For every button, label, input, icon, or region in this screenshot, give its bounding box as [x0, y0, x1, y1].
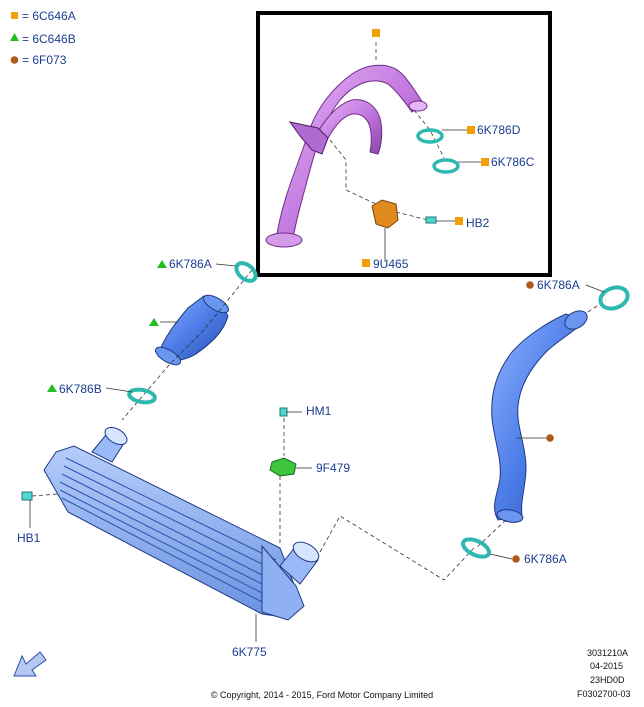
marker-6k786d-icon — [467, 126, 475, 134]
marker-hb2-icon — [455, 217, 463, 225]
leader-left-hose — [121, 269, 253, 421]
marker-6k786b-icon — [47, 384, 57, 392]
right-outlet-hose — [491, 313, 587, 521]
leader-6k786a-right — [585, 284, 605, 293]
clamp-6k786c — [432, 158, 460, 174]
ref-code-2: 04-2015 — [590, 661, 624, 671]
leader-6k786a-bottom — [489, 553, 513, 560]
callout-6k775[interactable]: 6K775 — [232, 645, 267, 659]
legend-label-6f073: = 6F073 — [22, 53, 67, 67]
hose-top-ring — [408, 100, 428, 112]
clamp-6k786d — [416, 128, 444, 144]
legend-circle-icon — [10, 56, 19, 64]
left-hose-bottom-ring — [155, 346, 181, 366]
clamp-6k786a-right — [598, 285, 630, 311]
leader-outlet-to-hose — [319, 515, 475, 581]
legend-square-icon — [11, 12, 18, 19]
callout-6k786b[interactable]: 6K786B — [59, 382, 102, 396]
clamp-6k786b — [127, 387, 157, 405]
marker-hose-right-icon — [546, 434, 554, 442]
callout-9u465[interactable]: 9U465 — [373, 257, 409, 271]
callout-hm1[interactable]: HM1 — [306, 404, 332, 418]
leader-line-inset-sensor — [329, 139, 377, 205]
leader-6k786b — [105, 387, 133, 393]
upper-air-hose — [275, 64, 425, 245]
branch-air-hose — [317, 99, 383, 155]
leader-right-hose-top — [587, 299, 607, 313]
bolt-hb1 — [21, 491, 33, 501]
ref-code-3: 23HD0D — [590, 675, 625, 685]
inset-top-square-icon — [372, 29, 380, 37]
left-hose-top-ring — [203, 294, 229, 314]
right-hose-bottom-ring — [496, 509, 524, 523]
marker-6k786a-bottom-icon — [512, 555, 520, 563]
marker-6k786c-icon — [481, 158, 489, 166]
ref-code-4: F0302700-03 — [577, 689, 631, 699]
sensor-9u465 — [371, 199, 399, 229]
hose-bracket — [288, 121, 329, 155]
callout-6k786a-bottom[interactable]: 6K786A — [524, 552, 567, 566]
legend-triangle-icon — [10, 33, 19, 41]
callout-6k786c[interactable]: 6K786C — [491, 155, 535, 169]
detail-inset-frame — [256, 11, 552, 277]
bracket-9f479 — [269, 457, 297, 477]
copyright-notice: © Copyright, 2014 - 2015, Ford Motor Com… — [210, 690, 434, 700]
hose-end-ring — [265, 232, 303, 248]
clamp-6k786a-bottom — [460, 537, 492, 559]
leader-line-inset-clamp — [413, 109, 445, 159]
legend-label-6c646a: = 6C646A — [22, 9, 76, 23]
marker-6k786a-right-icon — [526, 281, 534, 289]
callout-hb1[interactable]: HB1 — [17, 531, 41, 545]
callout-6k786a-right[interactable]: 6K786A — [537, 278, 580, 292]
marker-6k786a-left-icon — [157, 260, 167, 268]
marker-9u465-icon — [362, 259, 370, 267]
leader-line-inset-hb2 — [395, 211, 429, 221]
callout-9f479[interactable]: 9F479 — [316, 461, 351, 475]
arrow-down-left-icon[interactable] — [13, 651, 47, 677]
leader-6k786a-left — [215, 263, 237, 267]
right-hose-top-ring — [564, 310, 588, 330]
callout-hb2[interactable]: HB2 — [466, 216, 490, 230]
marker-hose-icon — [149, 318, 159, 326]
legend-label-6c646b: = 6C646B — [22, 32, 76, 46]
bolt-hm1 — [279, 407, 288, 417]
callout-6k786a-left[interactable]: 6K786A — [169, 257, 212, 271]
ref-code-1: 3031210A — [587, 648, 629, 658]
bolt-hb2 — [425, 216, 437, 224]
callout-6k786d[interactable]: 6K786D — [477, 123, 521, 137]
clamp-6k786a-left — [234, 261, 258, 283]
intercooler-6k775 — [43, 426, 320, 621]
leader-hb1-dash — [31, 493, 59, 497]
